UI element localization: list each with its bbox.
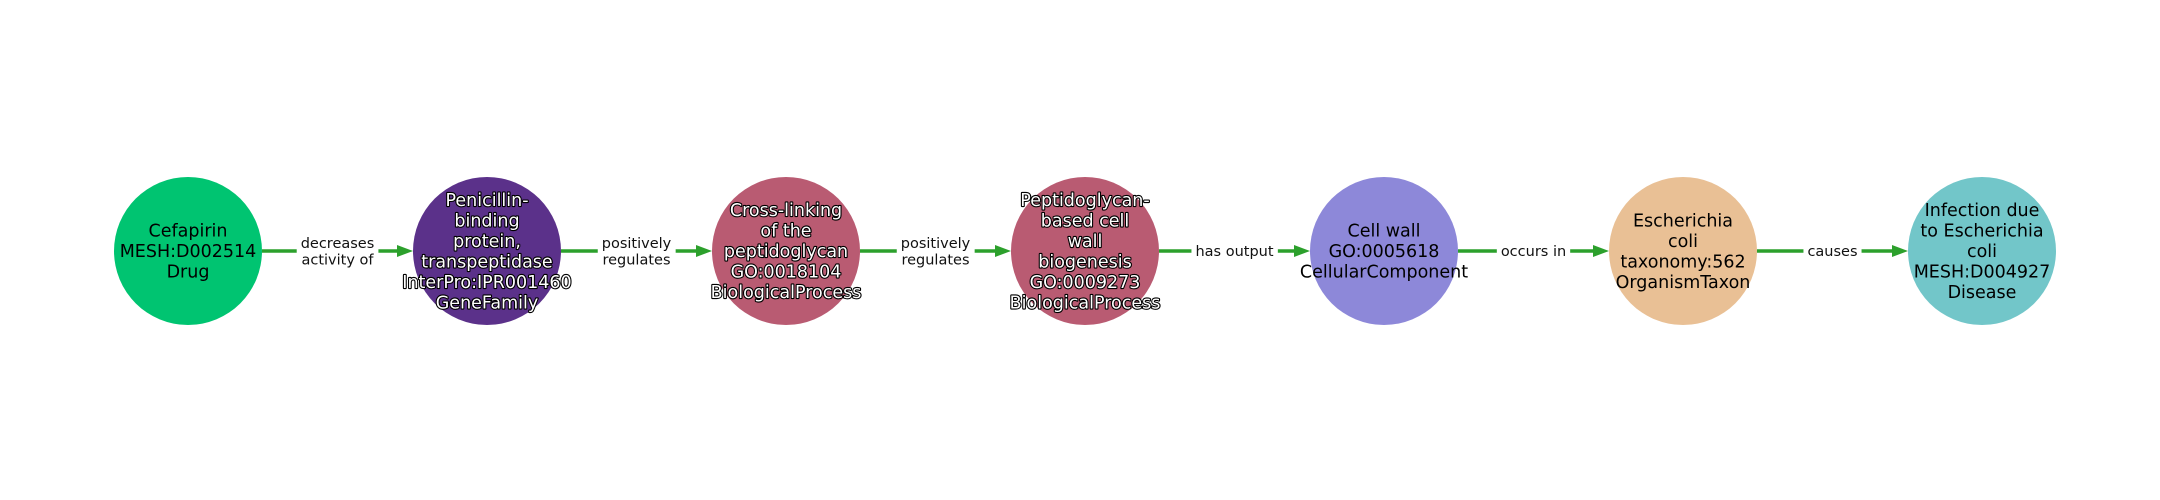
edge-label-line: regulates xyxy=(602,252,670,268)
edge-label-line: activity of xyxy=(301,252,374,268)
node-label-line: OrganismTaxon xyxy=(1616,273,1751,293)
node-label-line: GeneFamily xyxy=(436,293,539,313)
node-circle xyxy=(1609,177,1757,325)
node-label-line: binding xyxy=(454,211,519,231)
node-label-line: Disease xyxy=(1948,283,2017,303)
arrowhead-icon xyxy=(696,245,712,257)
node-label-line: to Escherichia xyxy=(1920,222,2043,242)
arrowhead-icon xyxy=(995,245,1011,257)
node-label-line: transpeptidase xyxy=(421,252,552,272)
arrowhead-icon xyxy=(1892,245,1908,257)
arrowhead-icon xyxy=(397,245,413,257)
node-label-line: Peptidoglycan- xyxy=(1020,191,1149,211)
edge-4: has output xyxy=(1159,243,1310,261)
node-label-line: peptidoglycan xyxy=(724,242,848,262)
edge-label-line: regulates xyxy=(901,252,969,268)
node-label-line: taxonomy:562 xyxy=(1620,252,1745,272)
edge-label-text: occurs in xyxy=(1501,244,1566,260)
node-label-line: Escherichia xyxy=(1633,211,1733,231)
node-label-line: protein, xyxy=(453,232,521,252)
node-label-line: InterPro:IPR001460 xyxy=(402,273,571,293)
node-label-line: based cell xyxy=(1041,211,1130,231)
edge-label-text: has output xyxy=(1195,244,1273,260)
edge-label-line: decreases xyxy=(301,236,375,252)
edge-label-background xyxy=(1191,243,1278,261)
node-label-line: Cefapirin xyxy=(149,222,228,242)
node-label-line: GO:0005618 xyxy=(1329,242,1440,262)
node-label-line: biogenesis xyxy=(1038,252,1132,272)
node-label-line: MESH:D002514 xyxy=(120,242,257,262)
edge-label-line: occurs in xyxy=(1501,244,1566,260)
node-label-line: of the xyxy=(760,222,811,242)
node-label-line: Cross-linking xyxy=(730,201,842,221)
edge-6: causes xyxy=(1757,243,1908,261)
node-label-line: coli xyxy=(1967,242,1997,262)
node-label-line: Cell wall xyxy=(1347,222,1420,242)
edge-label-line: has output xyxy=(1195,244,1273,260)
node-circle xyxy=(1310,177,1458,325)
node-circle xyxy=(114,177,262,325)
edge-label-text: causes xyxy=(1807,244,1857,260)
node-label-line: GO:0009273 xyxy=(1030,273,1141,293)
edge-label: occurs in xyxy=(1496,243,1571,261)
edge-label: causes xyxy=(1803,243,1862,261)
node-circle xyxy=(712,177,860,325)
node-label-line: Infection due xyxy=(1925,201,2040,221)
edge-label: has output xyxy=(1191,243,1278,261)
arrowhead-icon xyxy=(1593,245,1609,257)
edge-label-background xyxy=(1496,243,1571,261)
node-label-line: wall xyxy=(1068,232,1103,252)
node-label-line: CellularComponent xyxy=(1300,263,1468,283)
node-label-line: Drug xyxy=(167,263,210,283)
node-label-line: BiologicalProcess xyxy=(1010,293,1161,313)
arrowhead-icon xyxy=(1294,245,1310,257)
node-circle xyxy=(413,177,561,325)
edge-label-background xyxy=(597,234,676,270)
node-label-line: MESH:D004927 xyxy=(1914,263,2051,283)
edge-label-line: causes xyxy=(1807,244,1857,260)
edge-label-background xyxy=(296,234,379,270)
node-label-line: coli xyxy=(1668,232,1698,252)
node-circle xyxy=(1908,177,2056,325)
edge-5: occurs in xyxy=(1458,243,1609,261)
edge-label-line: positively xyxy=(602,236,672,252)
node-label-line: BiologicalProcess xyxy=(711,283,862,303)
edge-label-line: positively xyxy=(901,236,971,252)
edge-label-background xyxy=(1803,243,1862,261)
node-label-line: Penicillin- xyxy=(445,191,528,211)
node-circle xyxy=(1011,177,1159,325)
edge-label-background xyxy=(896,234,975,270)
node-label-line: GO:0018104 xyxy=(731,263,842,283)
